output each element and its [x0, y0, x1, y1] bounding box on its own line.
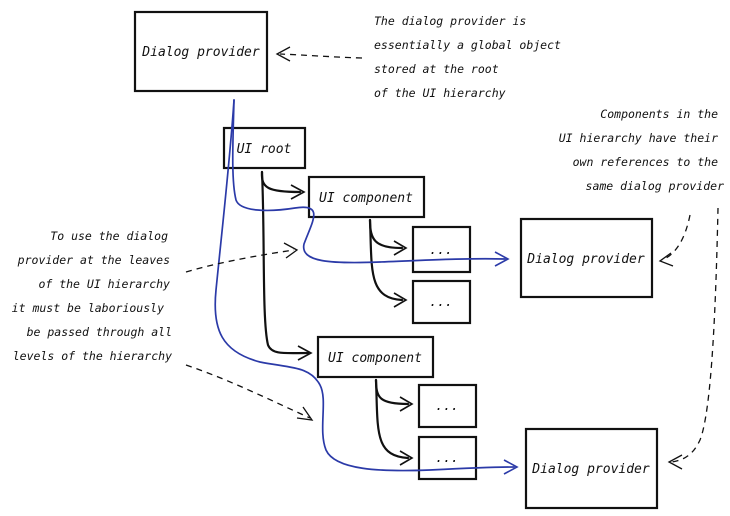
- dialog-provider-top-node: Dialog provider: [133, 10, 269, 93]
- root-to-component-2-arrowhead: [297, 345, 313, 361]
- leaf-4-node: ...: [417, 435, 478, 481]
- component-2-to-leaf-3-arrowhead: [399, 396, 414, 412]
- left-note-arrow-lower-head: [296, 406, 314, 421]
- left-note-line-4: it must be laboriously: [12, 301, 164, 315]
- top-note-arrow: [279, 53, 363, 59]
- ui-component-1-node: UI component: [307, 175, 426, 219]
- dialog-provider-bottom-node: Dialog provider: [524, 427, 659, 510]
- right-note-arrow-lower: [671, 207, 719, 463]
- leaf-2-node: ...: [411, 279, 472, 325]
- top-note-line-3: stored at the root: [374, 62, 499, 76]
- root-to-component-1-arrowhead: [290, 184, 306, 200]
- provider-pass-to-bottom-line: [214, 99, 515, 472]
- left-note-arrow-upper-head: [283, 242, 299, 259]
- component-1-to-leaf-1-arrow: [368, 218, 404, 250]
- leaf-1-label: ...: [429, 243, 452, 258]
- left-note-line-6: levels of the hierarchy: [13, 349, 172, 363]
- leaf-2-label: ...: [429, 295, 452, 310]
- component-2-to-leaf-4-arrowhead: [399, 450, 414, 466]
- left-note-line-3: of the UI hierarchy: [38, 277, 170, 291]
- dialog-provider-mid-label: Dialog provider: [526, 252, 645, 267]
- top-note-line-1: The dialog provider is: [374, 14, 526, 28]
- root-to-component-1-arrow: [260, 170, 302, 194]
- dialog-provider-mid-node: Dialog provider: [519, 217, 654, 299]
- leaf-4-label: ...: [435, 451, 458, 466]
- top-annotation: The dialog provider is essentially a glo…: [374, 14, 561, 100]
- right-note-line-2: UI hierarchy have their: [559, 131, 718, 145]
- right-note-line-1: Components in the: [600, 107, 718, 121]
- leaf-1-node: ...: [411, 225, 472, 274]
- left-note-line-1: To use the dialog: [50, 229, 168, 243]
- ui-root-label: UI root: [237, 142, 292, 157]
- ui-component-1-label: UI component: [319, 191, 413, 206]
- leaf-3-node: ...: [417, 383, 478, 429]
- component-1-to-leaf-2-arrowhead: [393, 292, 408, 308]
- left-note-line-5: be passed through all: [27, 325, 172, 339]
- provider-pass-to-mid-arrowhead: [494, 251, 510, 267]
- component-2-to-leaf-3-arrow: [374, 378, 410, 406]
- ui-component-2-label: UI component: [328, 351, 422, 366]
- dialog-provider-bottom-label: Dialog provider: [531, 462, 650, 477]
- ui-root-node: UI root: [222, 126, 307, 170]
- provider-pass-to-bottom-arrowhead: [503, 459, 519, 475]
- component-1-to-leaf-1-arrowhead: [393, 240, 408, 256]
- top-note-arrowhead: [275, 46, 291, 62]
- component-1-to-leaf-2-arrow: [368, 218, 404, 302]
- right-note-line-3: own references to the: [573, 155, 718, 169]
- left-note-line-2: provider at the leaves: [17, 253, 170, 267]
- provider-pass-to-mid-line: [231, 99, 506, 264]
- component-2-to-leaf-4-arrow: [374, 378, 410, 460]
- left-note-arrow-lower: [185, 364, 311, 419]
- right-annotation: Components in the UI hierarchy have thei…: [559, 107, 724, 193]
- right-note-arrow-lower-head: [667, 454, 683, 470]
- leaf-3-label: ...: [435, 399, 458, 414]
- ui-component-2-node: UI component: [316, 335, 435, 379]
- left-annotation: To use the dialog provider at the leaves…: [12, 229, 172, 363]
- right-note-line-4: same dialog provider: [586, 179, 725, 193]
- left-note-arrow-upper: [185, 249, 295, 273]
- right-note-arrow-upper: [661, 214, 691, 261]
- right-note-arrow-upper-head: [658, 252, 674, 267]
- root-to-component-2-arrow: [260, 170, 310, 355]
- top-note-line-4: of the UI hierarchy: [374, 86, 506, 100]
- top-note-line-2: essentially a global object: [374, 38, 561, 52]
- dialog-provider-top-label: Dialog provider: [141, 45, 260, 60]
